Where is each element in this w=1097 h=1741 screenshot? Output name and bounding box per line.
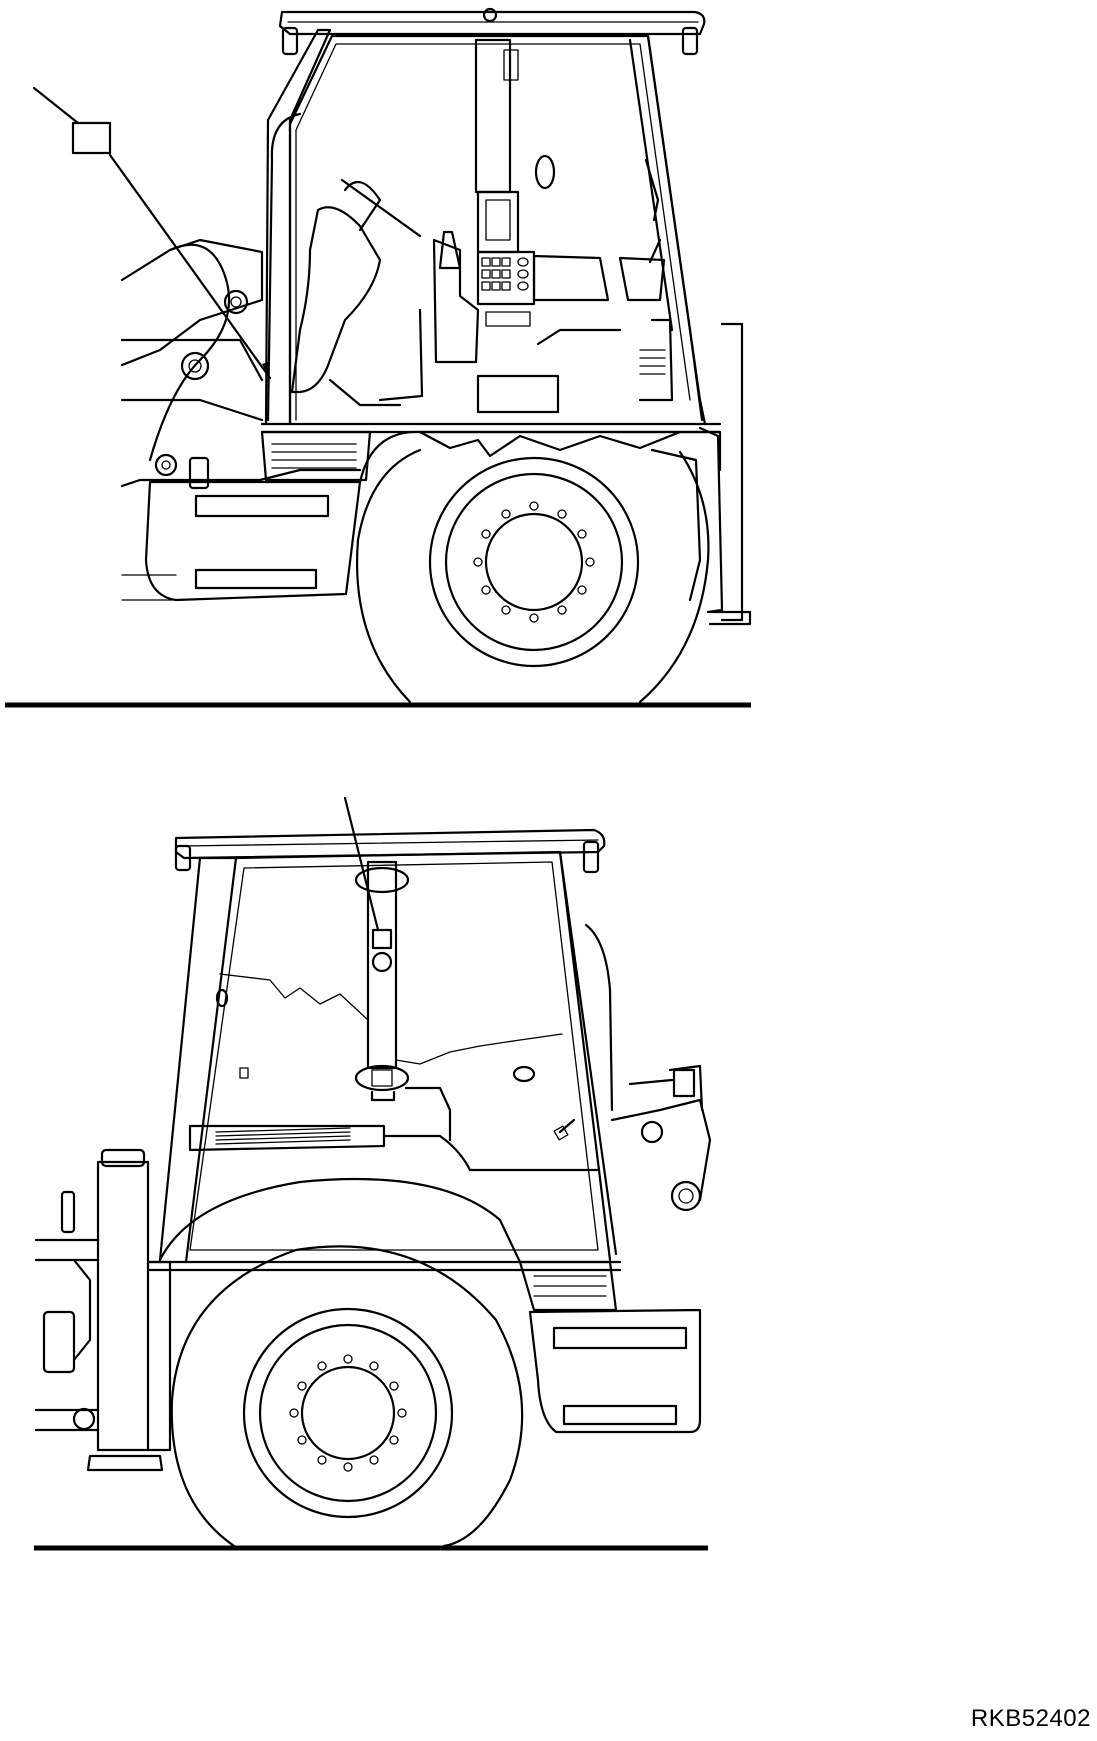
- side-toolbox: [144, 480, 362, 602]
- side-roof-post-right: [681, 26, 699, 56]
- rear-hub: [300, 1365, 396, 1461]
- rear-toolbox: [528, 1308, 702, 1434]
- rear-stabilizer-post: [96, 1160, 150, 1452]
- callout-rear-leader: [343, 796, 380, 932]
- side-seat: [290, 206, 382, 394]
- side-tire: [356, 448, 710, 704]
- callout-rear: [343, 796, 393, 950]
- side-roof: [278, 10, 706, 36]
- side-cab-frame: [264, 28, 332, 426]
- side-floor-box: [476, 374, 560, 414]
- rear-center-pillar: [366, 860, 398, 1070]
- figure-code: RKB52402: [970, 1705, 1091, 1732]
- callout-side-leader: [108, 153, 272, 380]
- rear-view-illustration: [34, 828, 712, 1548]
- rear-tire: [170, 1245, 524, 1548]
- callout-side-leader-top: [32, 86, 80, 125]
- side-hub: [484, 512, 584, 612]
- callout-side-box: [71, 121, 112, 155]
- callout-rear-box: [371, 928, 393, 950]
- side-rim-outer: [428, 456, 640, 668]
- rear-roof: [174, 828, 606, 860]
- rear-cab-frame: [158, 856, 238, 1264]
- side-step: [260, 430, 372, 482]
- rear-latch: [354, 1064, 410, 1092]
- rear-lug-nuts: [289, 1354, 407, 1472]
- side-roof-post-left: [281, 26, 299, 56]
- rear-lower-panel: [188, 1124, 386, 1152]
- side-console: [476, 190, 520, 254]
- side-view-illustration: [120, 7, 752, 704]
- side-lug-nuts: [473, 501, 595, 623]
- callout-side: [32, 86, 272, 380]
- rear-rim-outer: [242, 1307, 454, 1519]
- rear-fender: [158, 1177, 522, 1264]
- side-center-pillar: [474, 38, 512, 194]
